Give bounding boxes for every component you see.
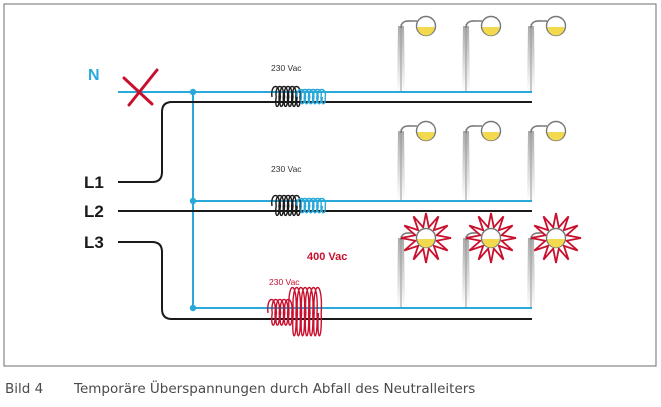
label-l1: L1 <box>84 173 104 192</box>
street-lamp-icon <box>527 212 582 308</box>
diagram-frame <box>3 3 657 367</box>
street-lamp-icon <box>397 15 437 92</box>
coil-2-voltage-label: 230 Vac <box>271 164 302 174</box>
broken-neutral-cross-icon <box>122 68 159 107</box>
street-lamp-icon <box>462 120 502 201</box>
coil-group <box>267 85 327 337</box>
street-lamp-icon <box>397 212 452 308</box>
street-lamp-icon <box>462 212 517 308</box>
lamp-group <box>397 15 582 308</box>
caption-number: Bild 4 <box>5 381 44 397</box>
coil-3-overvoltage-label: 400 Vac <box>307 251 347 263</box>
coil-3-nominal-voltage-label: 230 Vac <box>269 277 300 287</box>
neutral-junction-dot <box>189 197 197 205</box>
street-lamp-icon <box>527 15 567 92</box>
phase-wire-l1 <box>118 101 532 183</box>
phase-wire-l3 <box>118 241 532 320</box>
coil-circuit-1 <box>271 85 327 108</box>
street-lamp-icon <box>462 15 502 92</box>
street-lamp-icon <box>397 120 437 201</box>
label-neutral: N <box>88 67 100 84</box>
street-lamp-icon <box>527 120 567 201</box>
label-l3: L3 <box>84 233 104 252</box>
figure-caption: Bild 4 Temporäre Überspannungen durch Ab… <box>0 378 661 402</box>
coil-circuit-3-overvoltage <box>267 287 323 337</box>
neutral-junction-dot <box>189 304 197 312</box>
coil-1-voltage-label: 230 Vac <box>271 63 302 73</box>
neutral-junction-dot <box>189 88 197 96</box>
caption-text: Temporäre Überspannungen durch Abfall de… <box>74 381 476 397</box>
coil-circuit-2 <box>271 194 327 217</box>
label-l2: L2 <box>84 202 104 221</box>
